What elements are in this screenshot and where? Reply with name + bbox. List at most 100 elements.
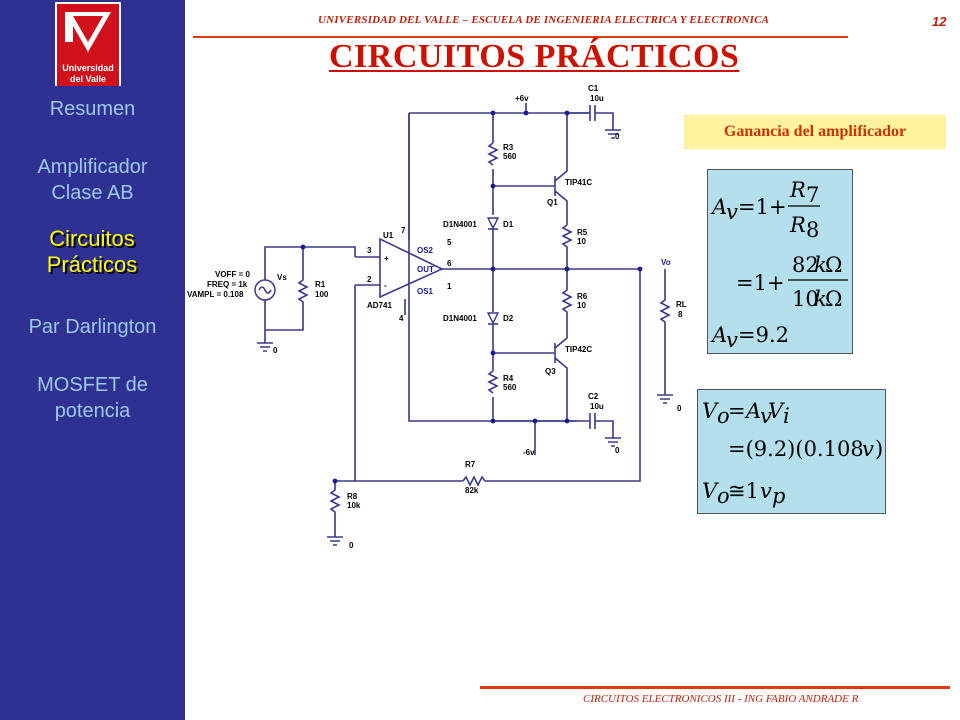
nav-item-amplificador-clase-ab[interactable]: Amplificador Clase AB — [37, 156, 148, 204]
opamp-symbol — [379, 237, 444, 299]
svg-text:v: v — [760, 479, 772, 503]
label-c1: C1 — [588, 84, 599, 93]
svg-text:A: A — [710, 195, 727, 219]
label-gnd-c1: 0 — [615, 132, 620, 141]
label-pin3: 3 — [367, 246, 372, 255]
label-minus-sign: - — [384, 281, 387, 290]
label-d1-part: D1N4001 — [443, 220, 477, 229]
label-r3-value: 560 — [503, 152, 517, 161]
label-q1: Q1 — [547, 198, 558, 207]
svg-text:V: V — [768, 399, 785, 423]
label-pin6: 6 — [447, 259, 452, 268]
label-vo: Vo — [661, 258, 671, 267]
label-ad741: AD741 — [367, 301, 392, 310]
r6-resistor — [561, 269, 573, 330]
label-freq: FREQ = 1k — [207, 280, 248, 289]
footer-text: CIRCUITOS ELECTRONICOS III - ING FABIO A… — [583, 693, 859, 705]
header-divider — [193, 36, 848, 38]
label-rl-value: 8 — [678, 310, 683, 319]
r4-resistor — [487, 370, 499, 394]
d2-diode — [486, 312, 500, 325]
label-vs: Vs — [277, 273, 287, 282]
svg-text:v: v — [726, 328, 738, 352]
svg-text:v: v — [862, 437, 874, 461]
label-q1-part: TIP41C — [565, 178, 592, 187]
d1-diode — [486, 217, 500, 230]
label-r4-value: 560 — [503, 383, 517, 392]
svg-text:A: A — [710, 323, 727, 347]
svg-text:k: k — [814, 253, 827, 277]
label-c2-value: 10u — [590, 402, 604, 411]
label-r4: R4 — [503, 374, 514, 383]
label-gnd-r8: 0 — [349, 541, 354, 550]
label-r3: R3 — [503, 143, 514, 152]
label-plus-sign: + — [384, 254, 389, 263]
label-gnd-vs: 0 — [273, 346, 278, 355]
label-pin4: 4 — [399, 314, 404, 323]
label-plus6v: +6v — [515, 94, 529, 103]
label-c1-value: 10u — [590, 94, 604, 103]
logo-text-2: del Valle — [70, 74, 106, 84]
svg-text:8: 8 — [806, 218, 819, 242]
r8-resistor — [329, 481, 341, 537]
nav-item-mosfet-de-potencia[interactable]: MOSFET de potencia — [37, 374, 148, 422]
label-d2: D2 — [503, 314, 514, 323]
label-r5: R5 — [577, 228, 588, 237]
label-rl: RL — [676, 300, 687, 309]
svg-text:=(9.2)(0.108: =(9.2)(0.108 — [728, 437, 864, 461]
footer-divider — [480, 686, 950, 689]
logo-shield-icon: Universidad del Valle — [57, 4, 119, 86]
label-gnd-rl: 0 — [677, 404, 682, 413]
label-r8-value: 10k — [347, 501, 361, 510]
label-r7-value: 82k — [465, 486, 479, 495]
svg-text:k: k — [814, 287, 827, 311]
label-out: OUT — [417, 265, 434, 274]
svg-text:v: v — [726, 200, 738, 224]
label-os2: OS2 — [417, 246, 434, 255]
svg-text:A: A — [744, 399, 761, 423]
amplifier-schematic: +6v -6v C1 10u 0 C2 10u 0 R3 560 R4 560 … — [187, 84, 687, 550]
r1-resistor — [265, 247, 309, 331]
label-r6: R6 — [577, 292, 588, 301]
sidebar: Universidad del Valle Resumen Amplificad… — [0, 0, 185, 720]
rl-resistor — [659, 269, 671, 395]
label-d2-part: D1N4001 — [443, 314, 477, 323]
label-r1: R1 — [315, 280, 326, 289]
page-number: 12 — [932, 14, 947, 29]
svg-text:10: 10 — [792, 287, 819, 311]
label-d1: D1 — [503, 220, 514, 229]
svg-text:Ω: Ω — [825, 253, 842, 277]
page-title: CIRCUITOS PRÁCTICOS — [329, 38, 740, 75]
label-pin1: 1 — [447, 282, 452, 291]
label-r6-value: 10 — [577, 301, 586, 310]
nav-item-par-darlington[interactable]: Par Darlington — [28, 316, 157, 338]
label-q3: Q3 — [545, 367, 556, 376]
label-r1-value: 100 — [315, 290, 329, 299]
svg-text:R: R — [789, 213, 806, 237]
label-vampl: VAMPL = 0.108 — [187, 290, 244, 299]
logo-text-1: Universidad — [62, 63, 114, 73]
svg-text:=: = — [728, 399, 746, 423]
label-pin2: 2 — [367, 275, 372, 284]
label-pin7: 7 — [401, 226, 406, 235]
svg-text:82: 82 — [792, 253, 819, 277]
svg-text:i: i — [783, 404, 790, 428]
label-c2: C2 — [588, 392, 599, 401]
label-gnd-c2: 0 — [615, 446, 620, 455]
r7-resistor — [462, 475, 486, 487]
svg-text:R: R — [789, 178, 806, 202]
svg-text:o: o — [717, 404, 730, 428]
svg-text:o: o — [717, 484, 730, 508]
label-r5-value: 10 — [577, 237, 586, 246]
label-minus6v: -6v — [523, 448, 535, 457]
label-r7: R7 — [465, 460, 476, 469]
label-r8: R8 — [347, 492, 358, 501]
label-pin5: 5 — [447, 238, 452, 247]
nav-item-resumen[interactable]: Resumen — [49, 98, 136, 120]
nav-item-circuitos-practicos[interactable]: Circuitos Prácticos — [46, 226, 138, 277]
svg-text:Ω: Ω — [825, 287, 842, 311]
svg-text:): ) — [875, 437, 883, 461]
